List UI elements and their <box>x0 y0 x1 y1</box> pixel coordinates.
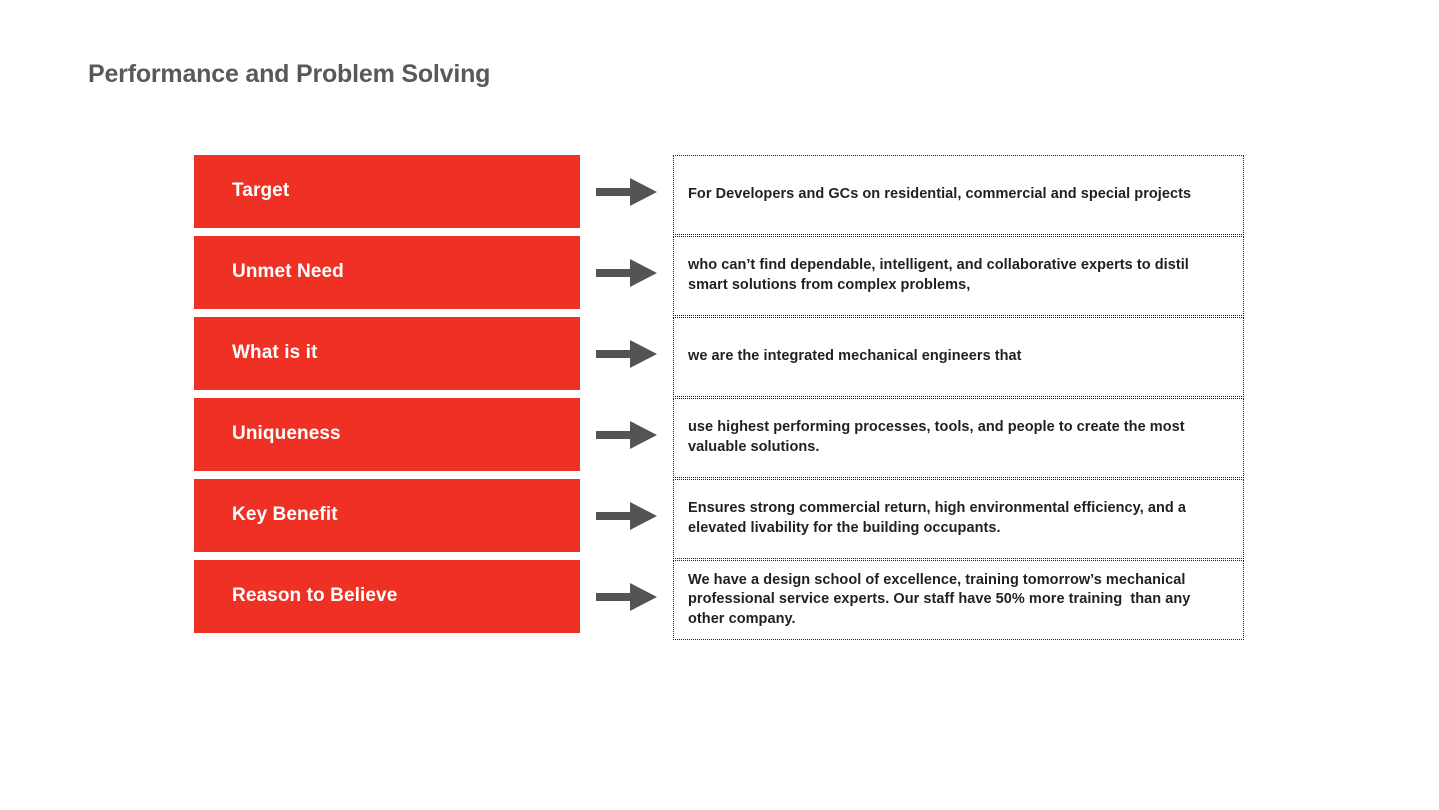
description-cell-unmet-need: who can’t find dependable, intelligent, … <box>673 236 1244 316</box>
label-cell-key-benefit[interactable]: Key Benefit <box>194 479 580 552</box>
label-text: What is it <box>232 342 318 364</box>
description-cell-target: For Developers and GCs on residential, c… <box>673 155 1244 235</box>
description-text: who can’t find dependable, intelligent, … <box>688 257 1193 293</box>
description-cell-reason-to-believe: We have a design school of excellence, t… <box>673 560 1244 640</box>
description-text: use highest performing processes, tools,… <box>688 419 1189 455</box>
label-cell-what-is-it[interactable]: What is it <box>194 317 580 390</box>
positioning-statement-matrix: Target For Developers and GCs on residen… <box>194 155 1244 641</box>
arrow-right-icon <box>595 177 657 206</box>
label-cell-uniqueness[interactable]: Uniqueness <box>194 398 580 471</box>
matrix-row: Unmet Need who can’t find dependable, in… <box>194 236 1244 317</box>
arrow-connector <box>580 560 673 633</box>
arrow-right-icon <box>595 420 657 449</box>
label-cell-target[interactable]: Target <box>194 155 580 228</box>
arrow-connector <box>580 317 673 390</box>
label-text: Unmet Need <box>232 261 344 283</box>
matrix-row: Key Benefit Ensures strong commercial re… <box>194 479 1244 560</box>
arrow-connector <box>580 155 673 228</box>
matrix-row: What is it we are the integrated mechani… <box>194 317 1244 398</box>
description-cell-uniqueness: use highest performing processes, tools,… <box>673 398 1244 478</box>
arrow-connector <box>580 398 673 471</box>
label-text: Uniqueness <box>232 423 341 445</box>
description-cell-key-benefit: Ensures strong commercial return, high e… <box>673 479 1244 559</box>
description-text: For Developers and GCs on residential, c… <box>688 186 1192 203</box>
label-text: Key Benefit <box>232 504 338 526</box>
arrow-connector <box>580 479 673 552</box>
label-text: Target <box>232 180 290 202</box>
arrow-right-icon <box>595 582 657 611</box>
description-cell-what-is-it: we are the integrated mechanical enginee… <box>673 317 1244 397</box>
arrow-right-icon <box>595 501 657 530</box>
arrow-connector <box>580 236 673 309</box>
description-text: We have a design school of excellence, t… <box>688 571 1195 627</box>
label-cell-unmet-need[interactable]: Unmet Need <box>194 236 580 309</box>
label-cell-reason-to-believe[interactable]: Reason to Believe <box>194 560 580 633</box>
arrow-right-icon <box>595 258 657 287</box>
matrix-row: Uniqueness use highest performing proces… <box>194 398 1244 479</box>
description-text: Ensures strong commercial return, high e… <box>688 500 1191 536</box>
matrix-row: Target For Developers and GCs on residen… <box>194 155 1244 236</box>
description-text: we are the integrated mechanical enginee… <box>688 348 1022 365</box>
label-text: Reason to Believe <box>232 585 398 607</box>
page-title: Performance and Problem Solving <box>88 60 491 88</box>
arrow-right-icon <box>595 339 657 368</box>
matrix-row: Reason to Believe We have a design schoo… <box>194 560 1244 641</box>
